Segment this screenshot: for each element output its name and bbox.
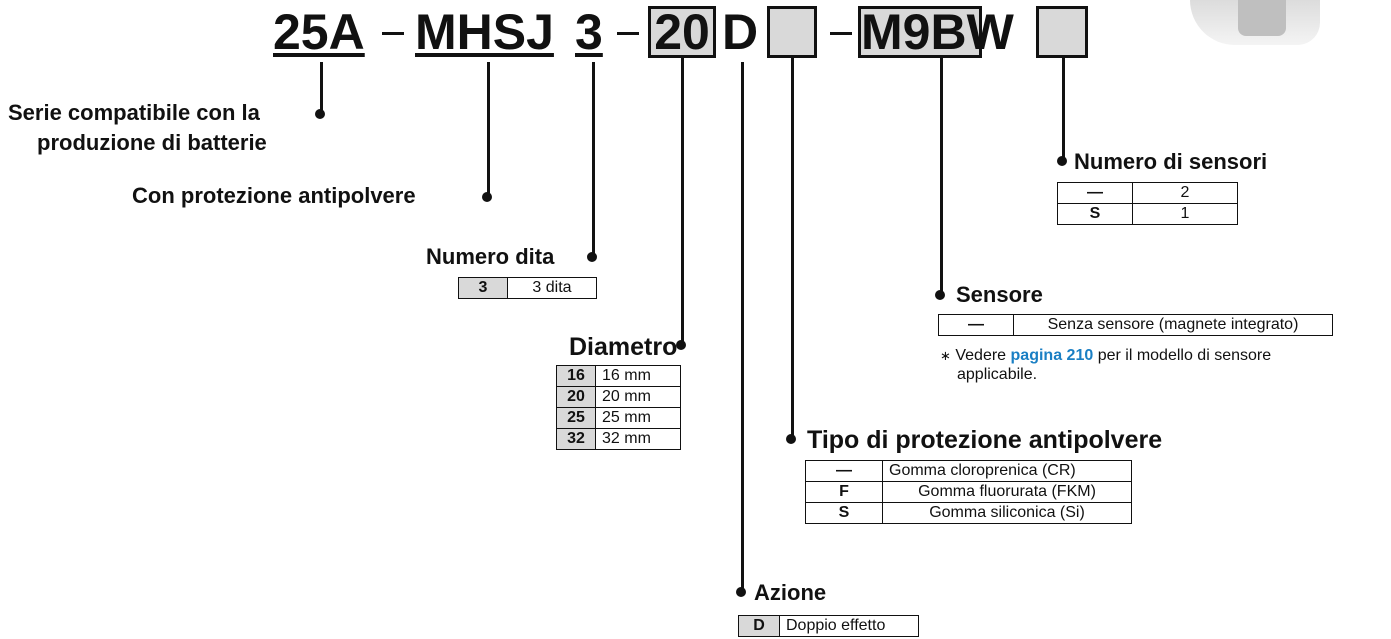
note-text-after: per il modello di sensore bbox=[1098, 347, 1271, 364]
line-dust-type bbox=[791, 58, 794, 440]
table-row: 3 3 dita bbox=[459, 278, 597, 299]
code-num-switch-box bbox=[1036, 6, 1088, 58]
cell-key: S bbox=[1058, 204, 1133, 225]
dot-series bbox=[315, 109, 325, 119]
code-dash-1 bbox=[382, 32, 404, 35]
line-auto-switch bbox=[940, 58, 943, 294]
dot-fingers bbox=[587, 252, 597, 262]
note-text-line2: applicabile. bbox=[940, 366, 1037, 383]
cell-value: Gomma siliconica (Si) bbox=[883, 503, 1132, 524]
table-row: —Gomma cloroprenica (CR) bbox=[806, 461, 1132, 482]
code-series: 25A bbox=[273, 6, 365, 58]
code-fingers: 3 bbox=[575, 6, 603, 58]
label-action: Azione bbox=[754, 581, 826, 605]
cell-key: 20 bbox=[557, 387, 596, 408]
line-num-switches bbox=[1062, 58, 1065, 162]
table-action: D Doppio effetto bbox=[738, 615, 919, 637]
line-dust-cover bbox=[487, 62, 490, 198]
label-bore: Diametro bbox=[569, 333, 677, 361]
label-auto-switch: Sensore bbox=[956, 283, 1043, 307]
table-auto-switch: — Senza sensore (magnete integrato) bbox=[938, 314, 1333, 336]
cell-value: 25 mm bbox=[596, 408, 681, 429]
table-row: —2 bbox=[1058, 183, 1238, 204]
note-text-before: Vedere bbox=[955, 347, 1006, 364]
line-fingers bbox=[592, 62, 595, 258]
cell-key: D bbox=[739, 616, 780, 637]
table-row: — Senza sensore (magnete integrato) bbox=[939, 315, 1333, 336]
line-action bbox=[741, 62, 744, 592]
table-row: D Doppio effetto bbox=[739, 616, 919, 637]
cell-value: 2 bbox=[1133, 183, 1238, 204]
cell-key: 16 bbox=[557, 366, 596, 387]
cell-key: F bbox=[806, 482, 883, 503]
cell-value: Doppio effetto bbox=[780, 616, 919, 637]
cell-value: 3 dita bbox=[508, 278, 597, 299]
code-switch-box: M9BW bbox=[858, 6, 982, 58]
cell-value: Gomma fluorurata (FKM) bbox=[883, 482, 1132, 503]
dot-action bbox=[736, 587, 746, 597]
dot-auto-switch bbox=[935, 290, 945, 300]
cell-key: — bbox=[1058, 183, 1133, 204]
label-num-switches: Numero di sensori bbox=[1074, 150, 1267, 174]
line-series bbox=[320, 62, 323, 116]
code-dash-3 bbox=[830, 32, 852, 35]
label-dust-cover: Con protezione antipolvere bbox=[132, 184, 416, 208]
code-dash-2 bbox=[617, 32, 639, 35]
dot-dust-type bbox=[786, 434, 796, 444]
cell-key: 3 bbox=[459, 278, 508, 299]
page-link[interactable]: pagina 210 bbox=[1011, 347, 1094, 364]
cell-key: 32 bbox=[557, 429, 596, 450]
code-model: MHSJ bbox=[415, 6, 554, 58]
label-fingers: Numero dita bbox=[426, 245, 554, 269]
cell-value: 32 mm bbox=[596, 429, 681, 450]
cell-key: — bbox=[939, 315, 1014, 336]
cell-value: 20 mm bbox=[596, 387, 681, 408]
code-action: D bbox=[722, 6, 758, 58]
label-series-2: produzione di batterie bbox=[37, 131, 267, 155]
dot-num-switches bbox=[1057, 156, 1067, 166]
cell-value: 1 bbox=[1133, 204, 1238, 225]
cell-value: Gomma cloroprenica (CR) bbox=[883, 461, 1132, 482]
cell-value: Senza sensore (magnete integrato) bbox=[1014, 315, 1333, 336]
code-bore-box: 20 bbox=[648, 6, 716, 58]
code-dust-box bbox=[767, 6, 817, 58]
dot-dust-cover bbox=[482, 192, 492, 202]
dot-bore bbox=[676, 340, 686, 350]
line-bore bbox=[681, 58, 684, 346]
product-photo bbox=[1190, 0, 1320, 45]
table-fingers: 3 3 dita bbox=[458, 277, 597, 299]
cell-key: — bbox=[806, 461, 883, 482]
cell-key: S bbox=[806, 503, 883, 524]
label-series-1: Serie compatibile con la bbox=[8, 101, 260, 125]
cell-key: 25 bbox=[557, 408, 596, 429]
label-dust-type: Tipo di protezione antipolvere bbox=[807, 426, 1162, 454]
switch-note: ∗ Vedere pagina 210 per il modello di se… bbox=[940, 346, 1271, 384]
cell-value: 16 mm bbox=[596, 366, 681, 387]
note-asterisk: ∗ bbox=[940, 348, 951, 363]
